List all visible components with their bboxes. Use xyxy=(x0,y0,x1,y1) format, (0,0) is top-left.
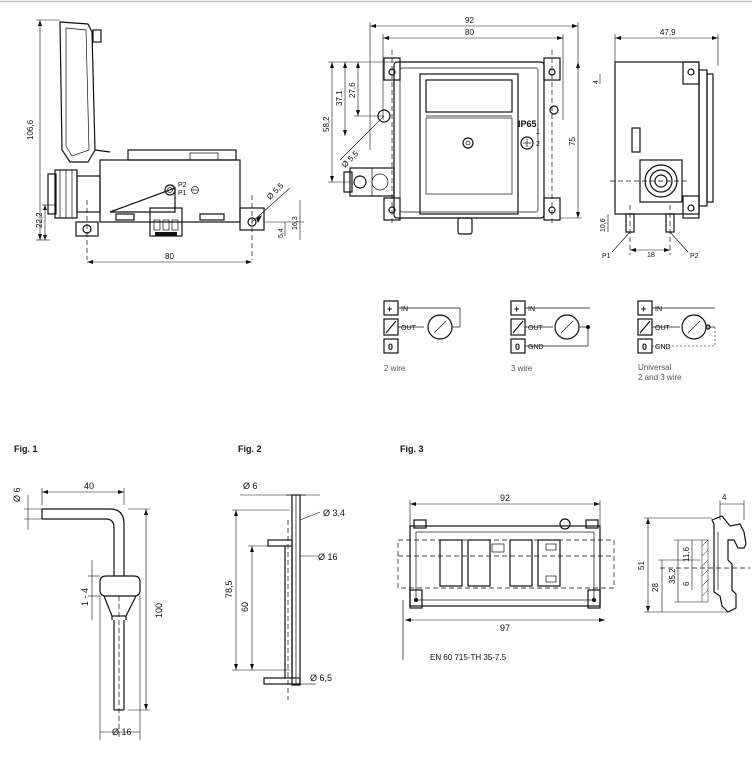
fig3-dim-97: 97 xyxy=(500,623,510,633)
wire3-caption: 3 wire xyxy=(511,364,533,373)
wireu-caption: Universal xyxy=(638,363,672,372)
ip65-label: IP65 xyxy=(518,119,537,129)
fig1-title: Fig. 1 xyxy=(14,444,38,454)
port-p1-label: P1 xyxy=(178,190,187,197)
fig3-dim-116: 11,6 xyxy=(682,546,691,562)
wire2-in-label: IN xyxy=(401,306,408,313)
fig2-dim-60: 60 xyxy=(240,602,250,612)
wire2-caption: 2 wire xyxy=(384,364,406,373)
front-port-2: 1 xyxy=(536,129,540,136)
wiring-2wire: + 0 IN OUT 2 wire xyxy=(383,300,461,373)
dim-4-right-label: 4 xyxy=(593,80,600,84)
fig3-title: Fig. 3 xyxy=(400,444,424,454)
wireu-gnd-label: GND xyxy=(655,344,671,351)
wiring-universal: + 0 IN OUT GND Universal 2 and 3 wire xyxy=(637,300,716,382)
dim-80-label: 80 xyxy=(165,252,174,261)
dim-479-label: 47,9 xyxy=(660,28,676,37)
fig3-dim-51: 51 xyxy=(637,561,646,570)
fig2-dim-65: Ø 6,5 xyxy=(310,673,332,683)
dim-80-front-label: 80 xyxy=(465,28,474,37)
fig3-dim-28: 28 xyxy=(651,583,660,592)
wiring-3wire: + 0 IN OUT GND 3 wire xyxy=(510,300,590,373)
fig1-dim-14: 1 - 4 xyxy=(80,588,90,606)
fig3-standard: EN 60 715-TH 35-7.5 xyxy=(430,653,507,662)
dim-371-label: 37,1 xyxy=(335,90,344,106)
dim-54-label: 5,4 xyxy=(278,228,285,238)
fig1-dim-16: Ø 16 xyxy=(112,727,132,737)
wire3-in-label: IN xyxy=(528,306,535,313)
fig1-dim-40: 40 xyxy=(84,481,94,491)
fig2-dim-34: Ø 3,4 xyxy=(323,508,345,518)
dim-163-label: 16,3 xyxy=(292,216,299,230)
dim-22-label: 22,2 xyxy=(35,212,44,228)
terminal-plus-u: + xyxy=(641,304,646,314)
terminal-zero-u: 0 xyxy=(642,342,647,352)
front-view: 92 80 IP65 1 xyxy=(322,16,582,235)
side-view-right: 47,9 10,6 18 4 P1 P2 xyxy=(593,28,719,260)
dim-582-label: 58,2 xyxy=(322,116,331,132)
dim-height-label: 106,6 xyxy=(26,119,35,140)
dim-92-label: 92 xyxy=(465,16,474,25)
fig1-dim-100: 100 xyxy=(154,603,164,618)
dim-18-label: 18 xyxy=(647,252,655,259)
port-p1-right-label: P1 xyxy=(602,253,611,260)
fig3-dim-92: 92 xyxy=(500,493,510,503)
side-view-left: 106,6 P2 P1 xyxy=(26,19,304,264)
wire2-out-label: OUT xyxy=(401,325,417,332)
dim-55-label: Ø 5,5 xyxy=(265,181,286,202)
port-p2-label: P2 xyxy=(178,182,187,189)
fig3-din-rail: Fig. 3 92 97 EN 60 715-TH 35-7.5 xyxy=(397,444,750,662)
fig1-dim-6: Ø 6 xyxy=(12,487,22,502)
fig2-dim-16: Ø 16 xyxy=(318,552,338,562)
port-p2-right-label: P2 xyxy=(690,253,699,260)
front-port-1: 2 xyxy=(536,141,540,148)
fig1-duct-probe: Fig. 1 Ø 6 40 1 - 4 xyxy=(12,444,164,740)
dim-55-front-label: Ø 5,5 xyxy=(340,149,361,170)
fig3-dim-352: 35,2 xyxy=(668,568,677,584)
terminal-plus: + xyxy=(387,304,392,314)
wire3-out-label: OUT xyxy=(528,325,544,332)
terminal-plus-3w: + xyxy=(514,304,519,314)
terminal-zero: 0 xyxy=(388,342,393,352)
wire3-gnd-label: GND xyxy=(528,344,544,351)
fig3-dim-6: 6 xyxy=(682,581,691,586)
dim-106-label: 10,6 xyxy=(600,218,607,232)
dim-276-label: 27,6 xyxy=(348,82,357,98)
fig3-dim-4: 4 xyxy=(722,493,727,502)
wireu-caption2: 2 and 3 wire xyxy=(638,373,682,382)
wireu-in-label: IN xyxy=(655,306,662,313)
dim-75-label: 75 xyxy=(568,137,577,146)
fig2-wall-probe: Fig. 2 Ø 6 Ø 3,4 Ø 16 78,5 60 Ø 6,5 xyxy=(224,444,345,700)
fig2-dim-785: 78,5 xyxy=(224,580,234,598)
terminal-zero-3w: 0 xyxy=(515,342,520,352)
fig2-title: Fig. 2 xyxy=(238,444,262,454)
wireu-out-label: OUT xyxy=(655,325,671,332)
fig2-dim-6: Ø 6 xyxy=(243,481,258,491)
